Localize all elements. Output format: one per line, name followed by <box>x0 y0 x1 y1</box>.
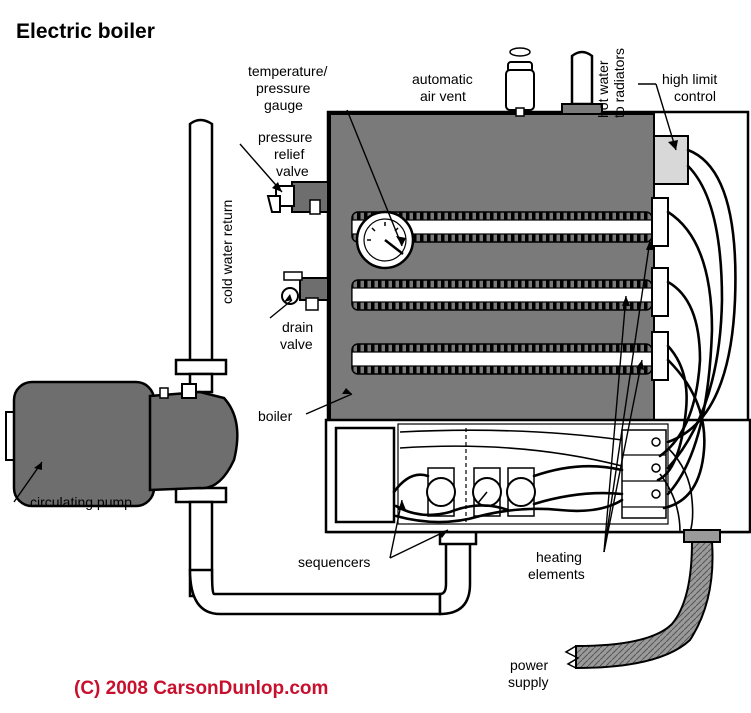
hot-water-supply-pipe <box>561 50 603 115</box>
copyright-notice: (C) 2008 CarsonDunlop.com <box>74 678 328 699</box>
svg-text:relief: relief <box>274 146 304 162</box>
svg-text:high limit: high limit <box>662 71 717 87</box>
svg-text:air vent: air vent <box>420 88 466 104</box>
cold-water-return-pipe <box>174 118 228 598</box>
label-cold-water-return: cold water return <box>219 200 235 304</box>
heating-element-middle <box>351 267 669 317</box>
label-heating-elements: heating elements <box>528 549 585 582</box>
svg-text:hot water: hot water <box>595 60 611 118</box>
wiring <box>392 148 737 533</box>
sequencers <box>426 467 536 517</box>
label-hot-water-to-radiators: hot water to radiators <box>595 48 627 118</box>
heating-element-top <box>351 197 669 247</box>
drain-valve <box>281 271 329 311</box>
label-automatic-air-vent: automatic air vent <box>412 71 473 104</box>
circulating-pump <box>5 380 239 508</box>
heating-element-bottom <box>351 331 669 381</box>
control-compartment <box>334 423 669 525</box>
label-sequencers: sequencers <box>298 554 370 570</box>
label-high-limit-control: high limit control <box>662 71 717 104</box>
svg-text:pressure: pressure <box>256 80 311 96</box>
label-power-supply: power supply <box>508 657 548 690</box>
diagram-title: Electric boiler <box>16 20 155 43</box>
label-temperature-pressure-gauge: temperature/ pressure gauge <box>248 63 327 113</box>
svg-text:gauge: gauge <box>264 97 303 113</box>
label-circulating-pump: circulating pump <box>30 494 132 510</box>
svg-text:temperature/: temperature/ <box>248 63 327 79</box>
svg-text:to radiators: to radiators <box>611 48 627 118</box>
label-pressure-relief-valve: pressure relief valve <box>258 129 313 179</box>
svg-text:automatic: automatic <box>412 71 473 87</box>
svg-text:control: control <box>674 88 716 104</box>
pressure-relief-valve <box>266 181 329 215</box>
return-loop-pipe <box>188 528 478 616</box>
label-boiler: boiler <box>258 408 293 424</box>
label-drain-valve: drain valve <box>280 319 313 352</box>
svg-text:valve: valve <box>280 336 313 352</box>
svg-text:valve: valve <box>276 163 309 179</box>
svg-text:supply: supply <box>508 674 548 690</box>
automatic-air-vent <box>505 47 535 117</box>
power-supply-conduit <box>564 529 721 670</box>
svg-text:elements: elements <box>528 566 585 582</box>
svg-text:pressure: pressure <box>258 129 313 145</box>
leader-lines <box>13 83 678 559</box>
svg-text:heating: heating <box>536 549 582 565</box>
svg-text:power: power <box>510 657 548 673</box>
temperature-pressure-gauge <box>355 210 415 270</box>
svg-text:drain: drain <box>282 319 313 335</box>
